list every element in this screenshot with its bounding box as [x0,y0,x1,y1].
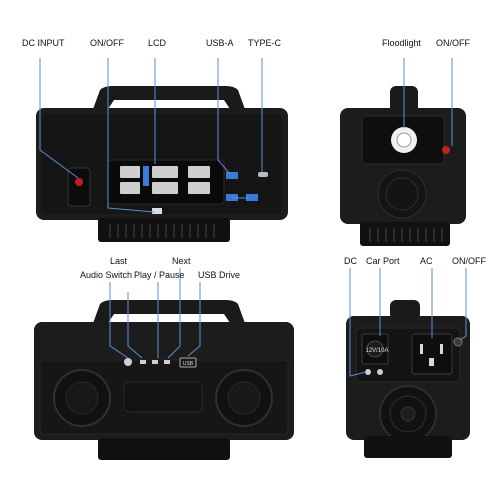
side-callout-lines [349,268,467,377]
side-base [364,436,452,458]
ac-outlet [411,333,453,375]
usb-button-label: USB [183,361,194,367]
callout-type-c: TYPE-C [248,38,282,48]
dc-ports-right [377,369,383,375]
car-port-socket-hole [366,340,384,358]
dc-input-port-panel [67,167,91,207]
front-view [36,58,288,242]
back-speaker-grill-inner [385,177,419,211]
callout-ac: AC [420,256,433,266]
callout-lcd: LCD [148,38,167,48]
speaker-handle [92,300,246,326]
callout-on-off-front: ON/OFF [90,38,124,48]
front-handle [92,86,246,112]
back-callout-lines [403,58,453,146]
front-callout-lines [39,58,263,213]
speaker-callout-lines [109,268,201,359]
front-base-vents [109,224,215,238]
callout-dc: DC [344,256,357,266]
speaker-base [98,438,230,460]
dc-ports-left [365,369,371,375]
callout-last: Last [110,256,128,266]
speaker-center-panel [123,381,203,413]
ac-outlet-slots [420,344,443,366]
floodlight-lens-inner [396,132,412,148]
callout-floodlight: Floodlight [382,38,422,48]
callout-audio-switch: Audio Switch [80,270,133,280]
callout-on-off-side: ON/OFF [452,256,486,266]
callout-car-port: Car Port [366,256,400,266]
side-fan-inner [389,395,427,433]
dc-input-port [75,178,83,186]
back-view [340,58,466,246]
callout-play-pause: Play / Pause [134,270,185,280]
callout-usb-a: USB-A [206,38,234,48]
front-on-off-button [152,208,162,214]
side-view: 12V/10A [346,268,470,458]
side-fan-hub [400,406,416,422]
car-port-rating: 12V/10A [365,348,388,354]
callout-dc-input: DC INPUT [22,38,65,48]
side-handle [390,300,420,320]
callout-next: Next [172,256,191,266]
speaker-view: USB [34,268,294,460]
type-c-port [258,172,268,177]
back-base [360,222,450,246]
back-base-vents [369,228,443,242]
right-speaker-cone [227,381,261,415]
callout-on-off-back: ON/OFF [436,38,470,48]
lcd-battery-indicator [143,166,149,186]
lcd-digits [120,166,210,194]
back-speaker-grill [377,169,427,219]
back-on-off-button [442,146,450,154]
left-speaker-cone [65,381,99,415]
callout-usb-drive: USB Drive [198,270,241,280]
speaker-control-buttons [124,357,197,368]
